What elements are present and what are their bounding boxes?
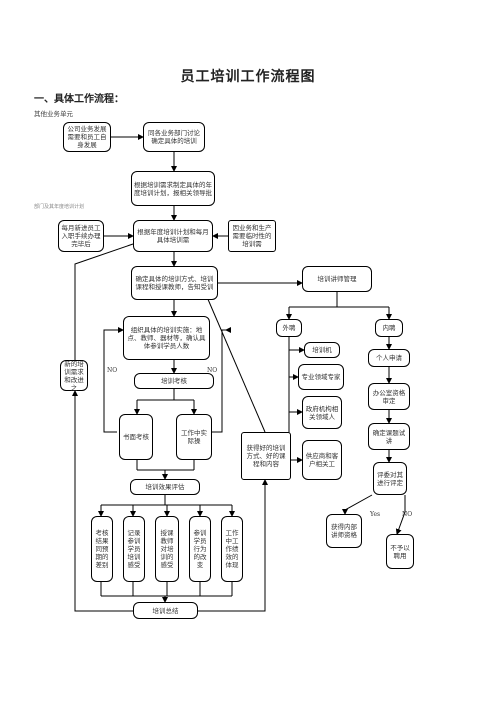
node-ext-supplier: 供应商和客户相关工 [302,440,342,480]
node-evaluation: 培训效果评估 [130,479,200,495]
node-annual-plan: 根据培训需求制定具体的年度培训计划，报相关领导批 [131,171,215,206]
node-ext-expert: 专业领域专家 [298,364,344,390]
node-trainer-mgmt: 培训讲师管理 [302,266,372,292]
page-title: 员工培训工作流程图 [180,69,316,85]
label-no-internal: NO [402,511,413,518]
node-eval-4: 参训学员行为的改变 [189,516,211,582]
node-confirm-method: 确定具体的培训方式、培训课程和授课教师，告知受训 [131,266,218,300]
node-int-apply: 个人申请 [368,349,410,367]
label-no-right: NO [207,367,218,374]
node-gain-method: 获得好的培训方式、好的课程和内容 [241,432,291,480]
section-heading: 一、具体工作流程： [34,94,124,105]
label-no-left: NO [107,367,118,374]
node-dept-discuss: 同各业务部门讨论确定具体的培训 [143,122,205,152]
node-int-judge: 评委对其进行评定 [373,462,407,495]
note-other-units: 其他业务单元 [34,110,73,118]
node-eval-5: 工作中工作绩效的体现 [221,516,243,582]
node-summary: 培训总结 [133,602,198,619]
node-internal: 内聘 [375,319,403,337]
node-eval-3: 授课教师对培训的感受 [155,516,179,582]
node-exam: 培训考核 [134,373,214,389]
node-int-review: 办公室资格审定 [368,383,410,410]
node-eval-2: 记录参训学员培训感受 [123,516,145,582]
node-int-reject: 不予以聘用 [386,534,414,569]
node-monthly-plan: 根据年度培训计划和每月具体培训需 [133,220,213,252]
node-company-dev: 公司业务发展需要和员工自身发展 [63,122,111,152]
node-int-qualify: 获得内部讲师资格 [326,514,362,548]
node-ext-agency: 培训机 [304,342,340,358]
node-temp-need: 因业务和生产需要临时性的培训需 [228,220,276,252]
note-faint: 部门及其年度培训计划 [34,204,85,210]
node-written-exam: 书面考核 [119,414,153,460]
node-eval-1: 考核结果同预期的差别 [91,516,113,582]
node-practical: 工作中实际操 [176,414,212,460]
node-ext-gov: 政府机构相关领域人 [302,396,342,429]
node-new-needs: 新的培训需求和改进之 [60,360,88,392]
node-external: 外聘 [276,319,302,337]
node-organize: 组织具体的培训实施：地点、教师、器材等，确认具体参训学员人数 [123,316,210,360]
node-new-staff: 每月新进员工入职手续办理完毕后 [58,220,104,252]
node-int-topic: 确定课题试讲 [368,423,410,450]
label-yes: Yes [370,511,381,518]
